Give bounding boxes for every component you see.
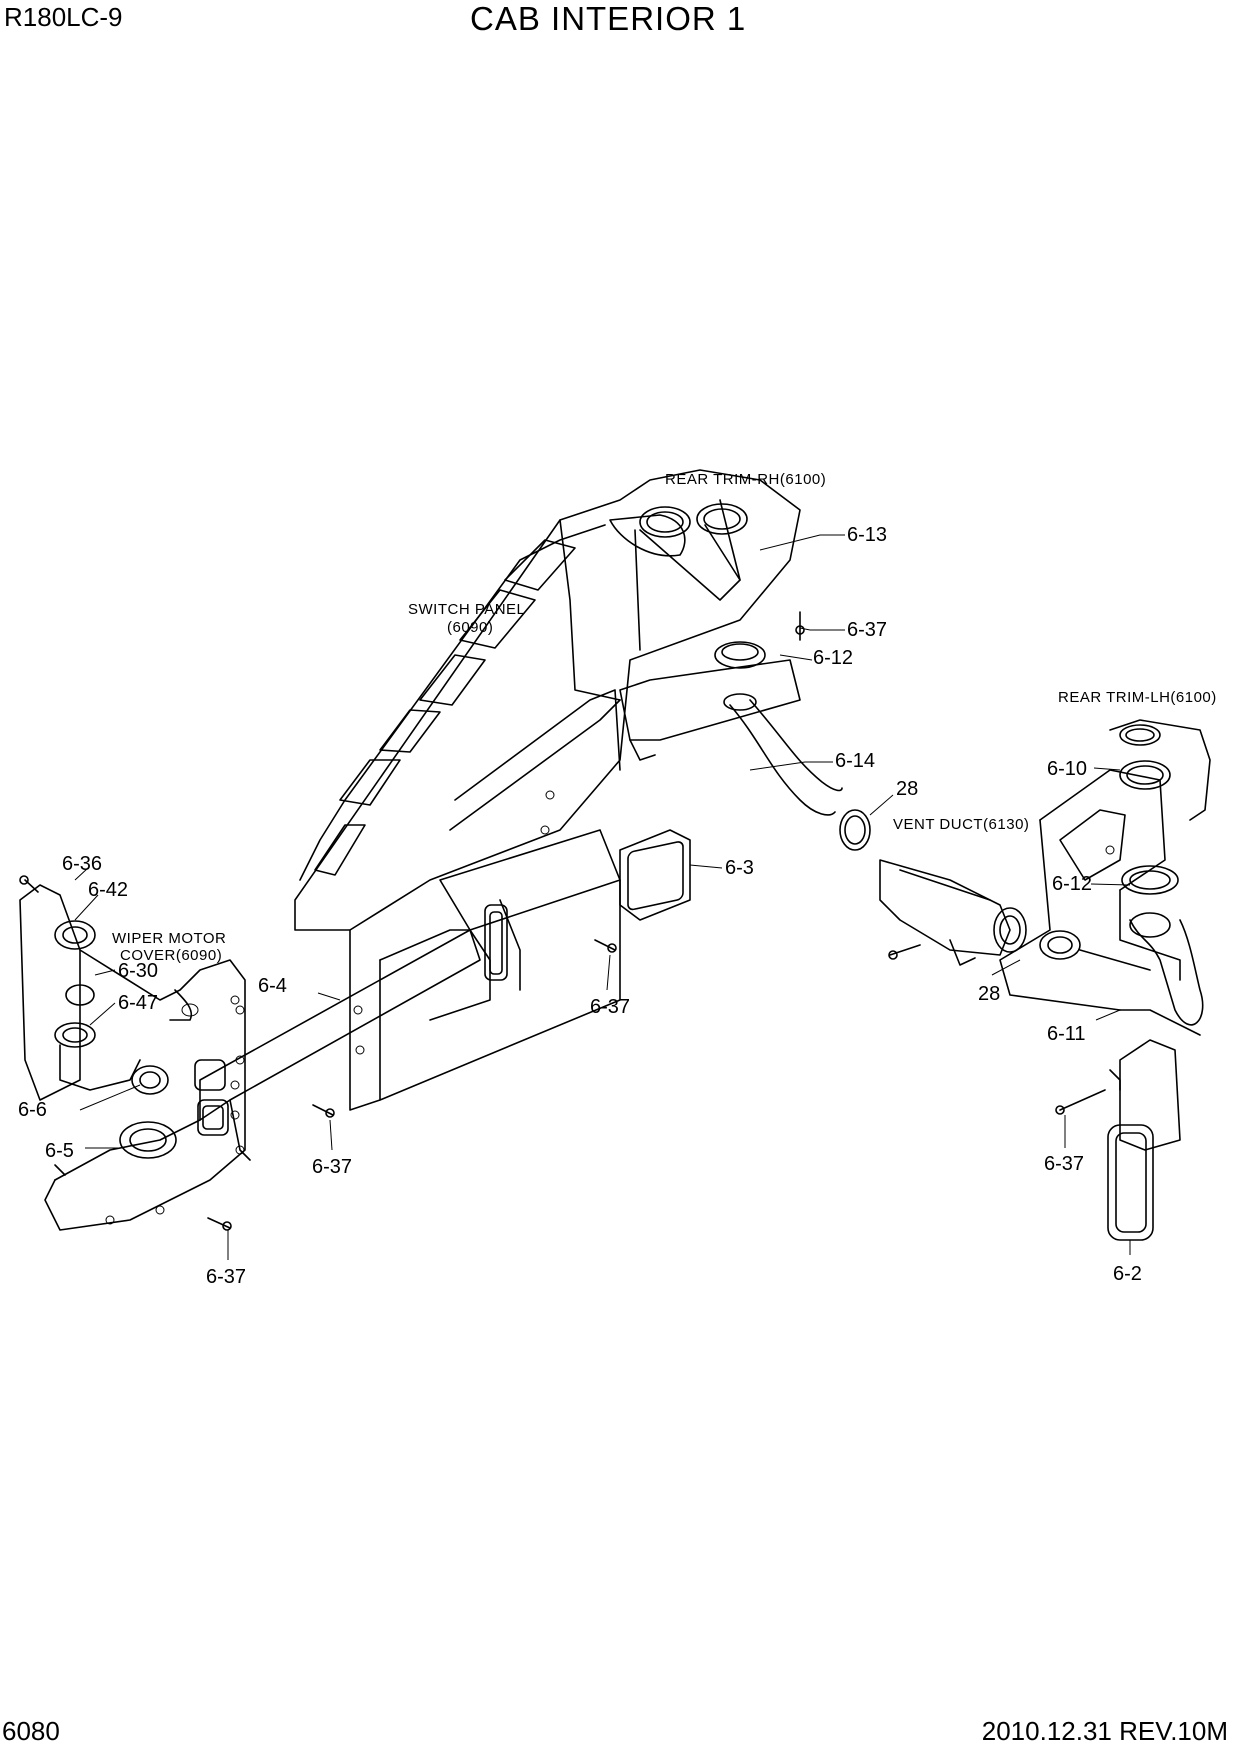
model-number: R180LC-9 [4,2,123,32]
callout-6-11: 6-11 [1047,1023,1086,1045]
callout-6-37: 6-37 [1044,1153,1084,1175]
callout-6-14: 6-14 [835,750,875,772]
callout-6-36: 6-36 [62,853,102,875]
callout-6-4: 6-4 [258,975,287,997]
callout-6-47: 6-47 [118,992,158,1014]
callout-6-13: 6-13 [847,524,887,546]
callout-28: 28 [978,983,1000,1005]
reference-labels: REAR TRIM-RH(6100) SWITCH PANEL (6090) R… [112,471,1217,964]
page-title: CAB INTERIOR 1 [470,0,747,37]
callout-6-30: 6-30 [118,960,158,982]
part-callouts: 6-13 6-37 6-12 6-14 28 6-10 6-12 6-3 6-3… [18,524,1142,1288]
callout-6-6: 6-6 [18,1099,47,1121]
sheet-number: 6080 [2,1716,60,1746]
callout-6-3: 6-3 [725,857,754,879]
callout-6-12: 6-12 [813,647,853,669]
ref-wiper-cover: COVER(6090) [120,947,222,964]
callout-6-5: 6-5 [45,1140,74,1162]
ref-rear-trim-lh: REAR TRIM-LH(6100) [1058,689,1217,706]
ref-switch-panel: SWITCH PANEL [408,601,525,618]
ref-vent-duct: VENT DUCT(6130) [893,816,1029,833]
leader-lines [74,534,1131,1260]
callout-6-37: 6-37 [590,996,630,1018]
rear-trim-lh-drawing [999,719,1211,1036]
ref-switch-panel-num: (6090) [447,619,493,636]
ref-rear-trim-rh: REAR TRIM-RH(6100) [665,471,826,488]
revision-date: 2010.12.31 REV.10M [981,1716,1228,1746]
callout-6-12: 6-12 [1052,873,1092,895]
vent-duct-drawing [723,693,1027,966]
switch-panel-drawing [294,469,801,1111]
bracket-plate-drawing [199,929,481,1161]
callout-6-10: 6-10 [1047,758,1087,780]
callout-6-2: 6-2 [1113,1263,1142,1285]
ref-wiper-motor: WIPER MOTOR [112,930,226,947]
callout-6-42: 6-42 [88,879,128,901]
wiper-motor-cover-drawing [19,875,246,1231]
callout-6-37: 6-37 [312,1156,352,1178]
callout-6-37: 6-37 [206,1266,246,1288]
callout-28: 28 [896,778,918,800]
duct-outlet-drawing [1055,1039,1181,1241]
screws-drawing [207,611,805,1231]
callout-6-37: 6-37 [847,619,887,641]
